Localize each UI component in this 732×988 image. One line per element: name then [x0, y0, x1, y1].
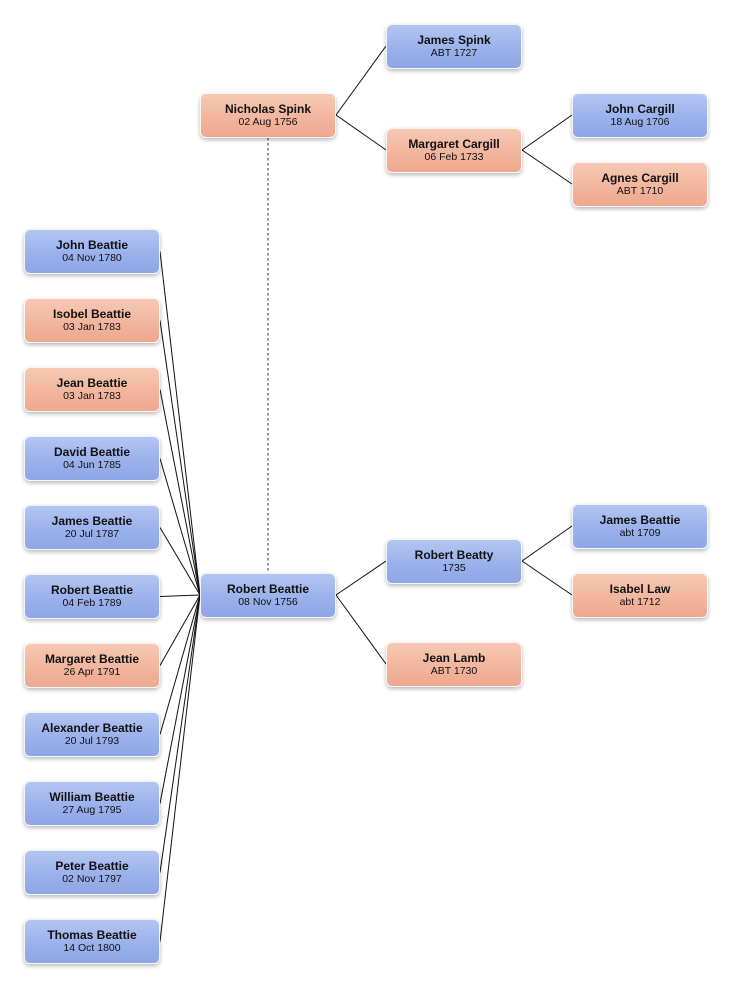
connector-line: [521, 560, 573, 596]
child-connector-line: [159, 594, 201, 735]
person-date: abt 1712: [619, 596, 661, 608]
person-date: 02 Nov 1797: [62, 873, 122, 885]
child-connector-line: [159, 594, 201, 666]
person-date: 02 Aug 1756: [238, 116, 298, 128]
person-card-margaret-cargill[interactable]: Margaret Cargill 06 Feb 1733: [386, 128, 522, 173]
person-date: 20 Jul 1793: [64, 735, 120, 747]
child-connector-line: [159, 594, 201, 597]
person-card-james-beattie-sr[interactable]: James Beattie abt 1709: [572, 504, 708, 549]
person-date: 04 Nov 1780: [62, 252, 122, 264]
person-name: Jean Lamb: [422, 651, 486, 665]
person-name: John Cargill: [605, 102, 675, 116]
person-name: Robert Beattie: [226, 582, 309, 596]
person-date: ABT 1727: [430, 47, 478, 59]
child-connector-line: [159, 594, 201, 804]
person-card-isabel-law[interactable]: Isabel Law abt 1712: [572, 573, 708, 618]
person-name: Alexander Beattie: [41, 721, 143, 735]
connector-line: [335, 45, 387, 116]
person-date: 1735: [442, 562, 466, 574]
connector-line: [521, 525, 573, 562]
person-date: 03 Jan 1783: [63, 390, 121, 402]
child-connector-line: [159, 458, 201, 596]
connector-line: [521, 114, 573, 151]
person-card-jean-lamb[interactable]: Jean Lamb ABT 1730: [386, 642, 522, 687]
person-date: 04 Feb 1789: [62, 597, 122, 609]
person-date: ABT 1710: [616, 185, 664, 197]
child-connector-line: [159, 389, 201, 596]
connector-line: [335, 594, 387, 665]
person-name: William Beattie: [49, 790, 135, 804]
person-date: 18 Aug 1706: [610, 116, 670, 128]
person-date: abt 1709: [619, 527, 661, 539]
connector-line: [335, 560, 387, 596]
person-name: Jean Beattie: [56, 376, 128, 390]
person-name: Thomas Beattie: [47, 928, 137, 942]
person-name: James Beattie: [51, 514, 133, 528]
child-connector-line: [159, 320, 201, 596]
child-connector-line: [159, 594, 201, 873]
person-name: Margaret Cargill: [408, 137, 500, 151]
person-card-agnes-cargill[interactable]: Agnes Cargill ABT 1710: [572, 162, 708, 207]
person-name: Peter Beattie: [55, 859, 129, 873]
person-card-robert-beattie-focus[interactable]: Robert Beattie 08 Nov 1756: [200, 573, 336, 618]
connector-line: [335, 114, 387, 151]
person-date: 14 Oct 1800: [63, 942, 121, 954]
person-name: Robert Beatty: [414, 548, 494, 562]
person-card-robert-beatty[interactable]: Robert Beatty 1735: [386, 539, 522, 584]
person-card-nicholas-spink[interactable]: Nicholas Spink 02 Aug 1756: [200, 93, 336, 138]
person-date: 04 Jun 1785: [63, 459, 121, 471]
person-date: ABT 1730: [430, 665, 478, 677]
connector-line: [521, 149, 573, 185]
child-connector-line: [159, 527, 201, 596]
person-name: Margaret Beattie: [44, 652, 140, 666]
child-connector-line: [159, 251, 201, 596]
person-name: Isabel Law: [609, 582, 671, 596]
person-name: Nicholas Spink: [224, 102, 312, 116]
person-name: James Spink: [417, 33, 491, 47]
person-name: Robert Beattie: [50, 583, 133, 597]
person-name: James Beattie: [599, 513, 681, 527]
person-card-james-spink[interactable]: James Spink ABT 1727: [386, 24, 522, 69]
person-name: Agnes Cargill: [601, 171, 679, 185]
person-name: John Beattie: [55, 238, 128, 252]
person-name: David Beattie: [53, 445, 131, 459]
person-date: 06 Feb 1733: [424, 151, 484, 163]
child-connector-line: [159, 594, 201, 942]
person-date: 27 Aug 1795: [62, 804, 122, 816]
person-card-john-cargill[interactable]: John Cargill 18 Aug 1706: [572, 93, 708, 138]
person-date: 26 Apr 1791: [63, 666, 121, 678]
person-date: 08 Nov 1756: [238, 596, 298, 608]
person-date: 20 Jul 1787: [64, 528, 120, 540]
person-date: 03 Jan 1783: [63, 321, 121, 333]
child-connector-lines: [159, 251, 201, 942]
person-name: Isobel Beattie: [52, 307, 132, 321]
